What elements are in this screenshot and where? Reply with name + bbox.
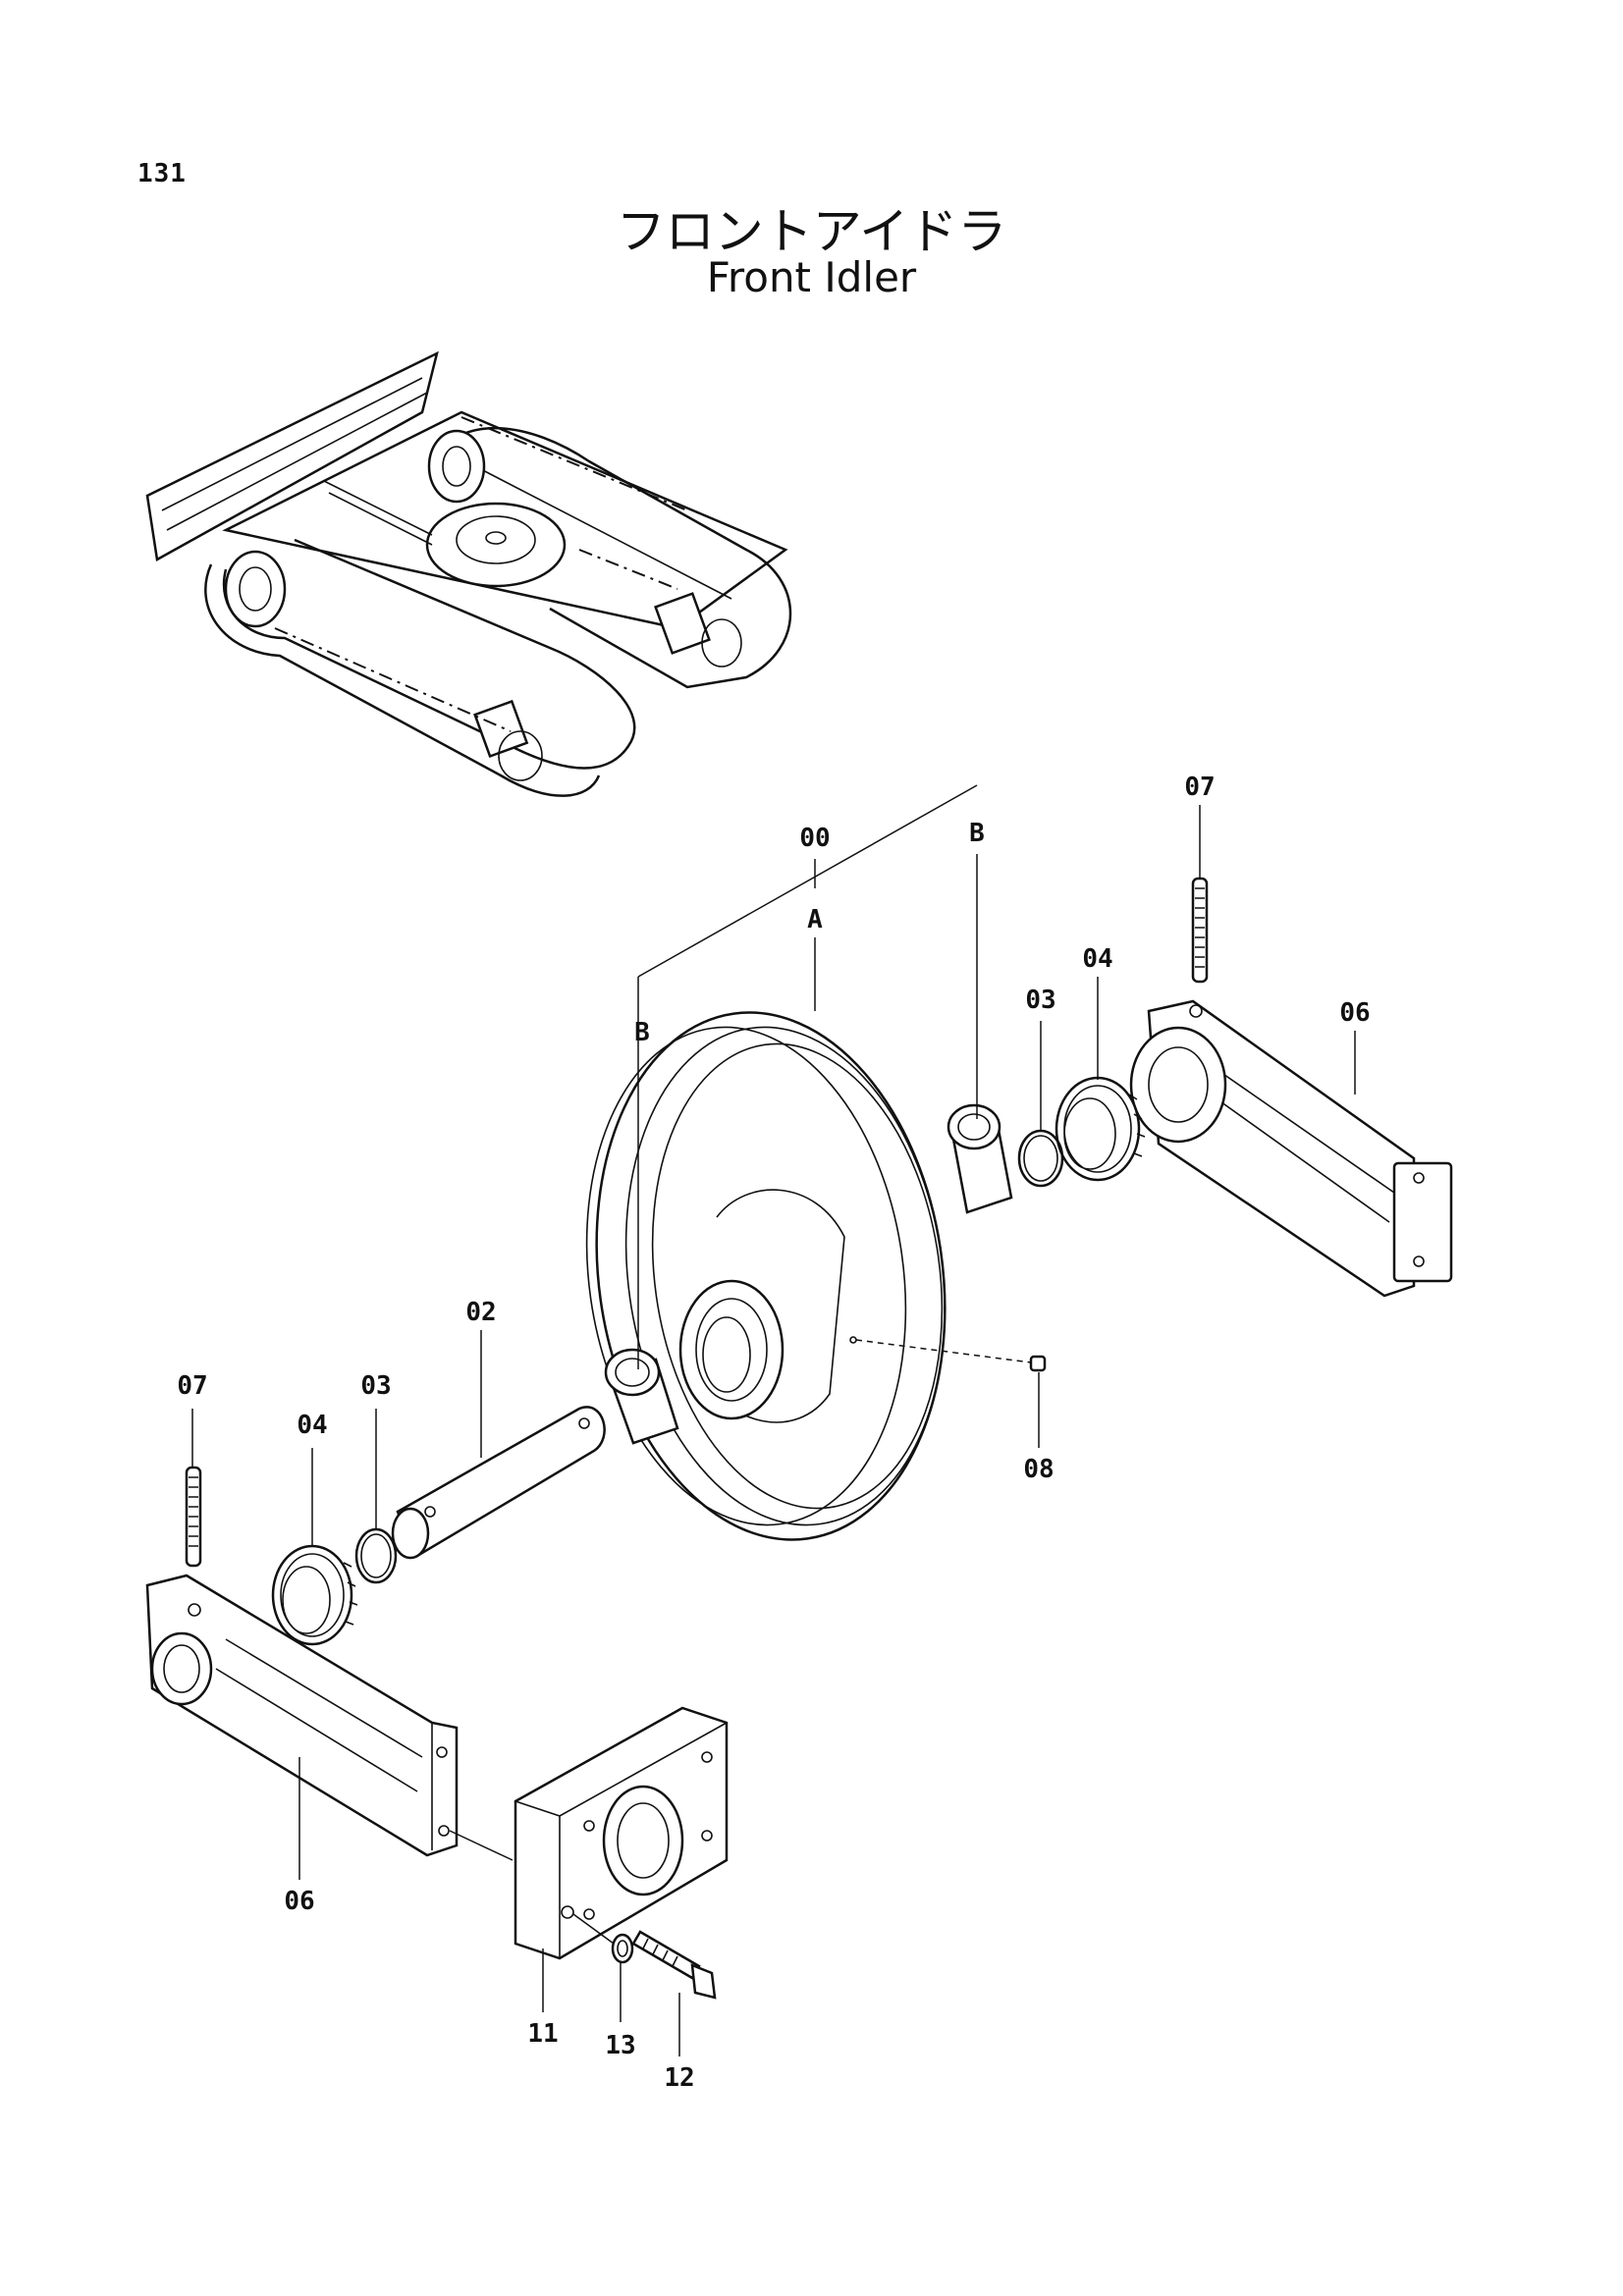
callout-bushing-right: B (969, 819, 985, 848)
washer (611, 1933, 634, 1964)
callout-seal-left: 04 (297, 1411, 327, 1440)
callout-pin-right: 07 (1184, 773, 1215, 802)
callout-bracket-left: 06 (284, 1887, 314, 1916)
bracket-left (145, 1574, 459, 1857)
callout-block: 11 (527, 2019, 558, 2049)
callout-o-ring-right: 03 (1025, 986, 1055, 1015)
block (514, 1706, 729, 1960)
callout-seal-right: 04 (1082, 944, 1112, 974)
pin-left (185, 1466, 202, 1568)
bushing-right (947, 1103, 1013, 1214)
callout-wheel: A (807, 905, 823, 934)
seal-left (271, 1544, 358, 1646)
callout-pin-left: 07 (177, 1371, 207, 1401)
callout-bolt: 12 (664, 2063, 694, 2093)
idler-wheel (585, 1011, 947, 1541)
bracket-right (1129, 999, 1453, 1298)
o-ring-left (354, 1527, 398, 1584)
page-title: Front Idler (706, 253, 917, 301)
bolt (631, 1930, 717, 2000)
page-number: 131 (137, 159, 187, 188)
bushing-left (604, 1348, 679, 1445)
pin-right (1191, 877, 1209, 984)
page-title-japanese: フロントアイドラ (616, 203, 1007, 260)
callout-plug: 08 (1023, 1455, 1054, 1484)
plug (1029, 1355, 1047, 1372)
callout-washer: 13 (605, 2031, 635, 2060)
callout-shaft: 02 (465, 1298, 496, 1327)
leader-lines (191, 784, 1356, 2056)
o-ring-right (1017, 1129, 1064, 1188)
shaft (391, 1406, 606, 1560)
callout-o-ring-left: 03 (360, 1371, 391, 1401)
machine-overview-illustration (145, 350, 792, 797)
callout-bracket-right: 06 (1339, 998, 1370, 1028)
callout-assembly: 00 (799, 824, 830, 853)
callout-bushing-left: B (634, 1018, 650, 1047)
